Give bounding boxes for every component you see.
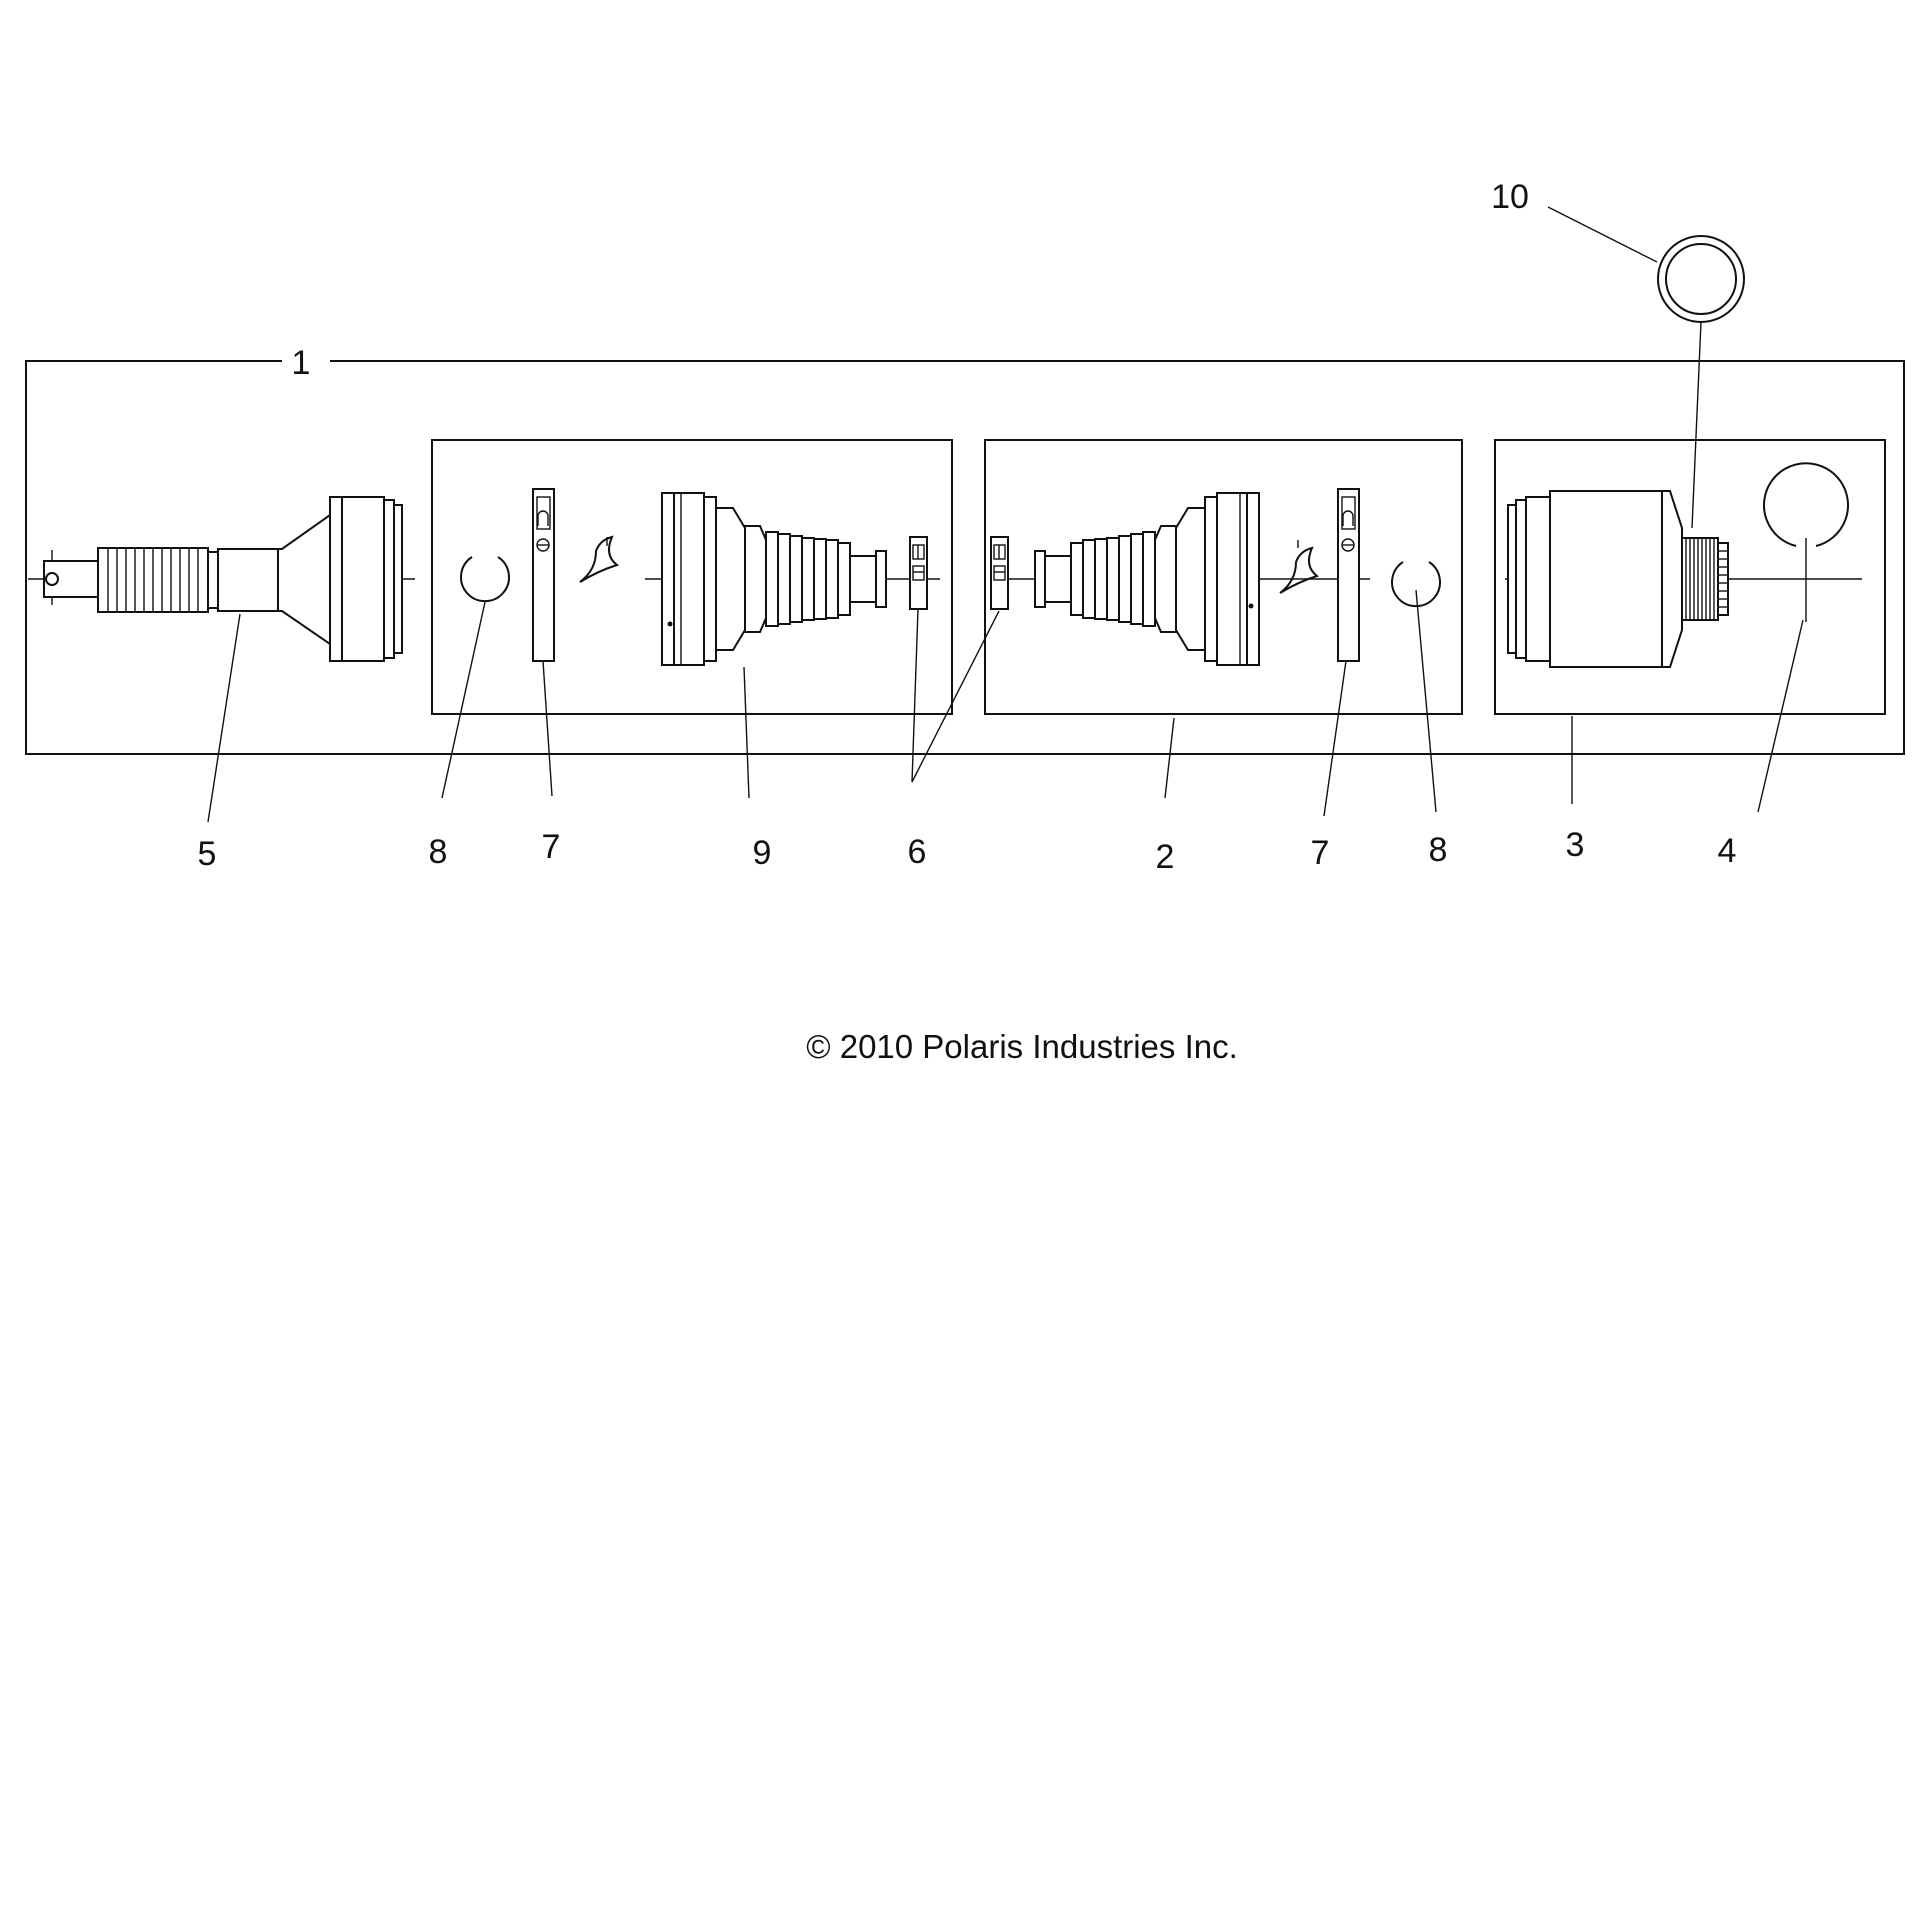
inner-joint-box-3 [1494,439,1886,715]
boot-kit-box-2 [984,439,1463,715]
callout-8-left: 8 [429,833,448,871]
copyright-notice: © 2010 Polaris Industries Inc. [806,1028,1238,1065]
callout-7-right: 7 [1311,834,1330,872]
outer-cv-joint-part [43,496,403,662]
inner-boot-part [1034,492,1260,666]
snap-ring-part [1763,462,1849,547]
leader-lines [207,206,1804,823]
small-clamp-left-part [909,536,928,610]
boot-kit-box-9 [431,439,953,715]
outer-boot-part [661,492,887,666]
callout-7-left: 7 [542,828,561,866]
callout-8-right: 8 [1429,831,1448,869]
callout-9: 9 [753,834,772,872]
callout-4: 4 [1718,832,1737,870]
callout-5: 5 [198,835,217,873]
callout-10: 10 [1491,178,1529,216]
inner-cv-joint-part [1507,490,1729,668]
circlip-left-part [460,556,510,603]
circlip-right-part [1391,561,1441,608]
grease-packet-right-part [1279,540,1320,594]
callout-3: 3 [1566,826,1585,864]
small-clamp-right-part [990,536,1009,610]
assembly-frame [25,360,1905,755]
grease-packet-left-part [579,535,620,583]
boot-clamp-left-part [532,488,555,662]
callout-6: 6 [908,833,927,871]
o-ring-part [1657,235,1745,323]
boot-clamp-right-part [1337,488,1360,662]
callout-2: 2 [1156,838,1175,876]
callout-1: 1 [292,344,311,382]
